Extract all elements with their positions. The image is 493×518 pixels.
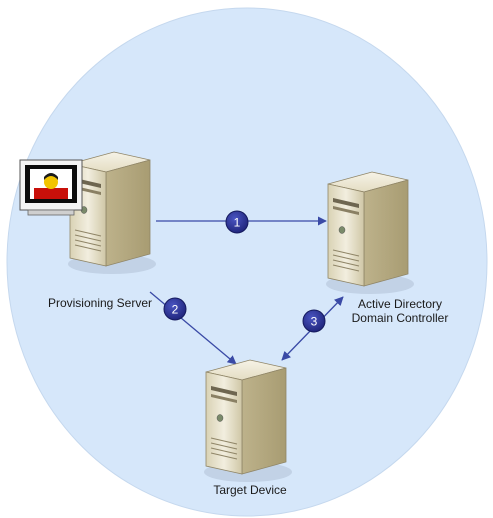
domain-controller-label-line2: Domain Controller: [351, 311, 449, 325]
arrow-step-2: [149, 291, 237, 365]
svg-text:2: 2: [172, 303, 179, 317]
background-circle: [6, 7, 488, 517]
step-badge-3: 3: [302, 309, 326, 333]
target-device-label: Target Device: [213, 483, 287, 497]
domain-controller-label-line1: Active Directory: [357, 297, 443, 311]
svg-text:1: 1: [234, 216, 241, 230]
monitor-user-icon: [19, 159, 83, 216]
provisioning-server-label: Provisioning Server: [47, 296, 153, 310]
step-badge-2: 2: [163, 297, 187, 321]
target-device-icon: [203, 359, 293, 483]
svg-text:3: 3: [311, 315, 318, 329]
step-badge-1: 1: [225, 210, 249, 234]
domain-controller-icon: [325, 171, 415, 295]
domain-controller-label: Active Directory Domain Controller: [330, 297, 470, 325]
